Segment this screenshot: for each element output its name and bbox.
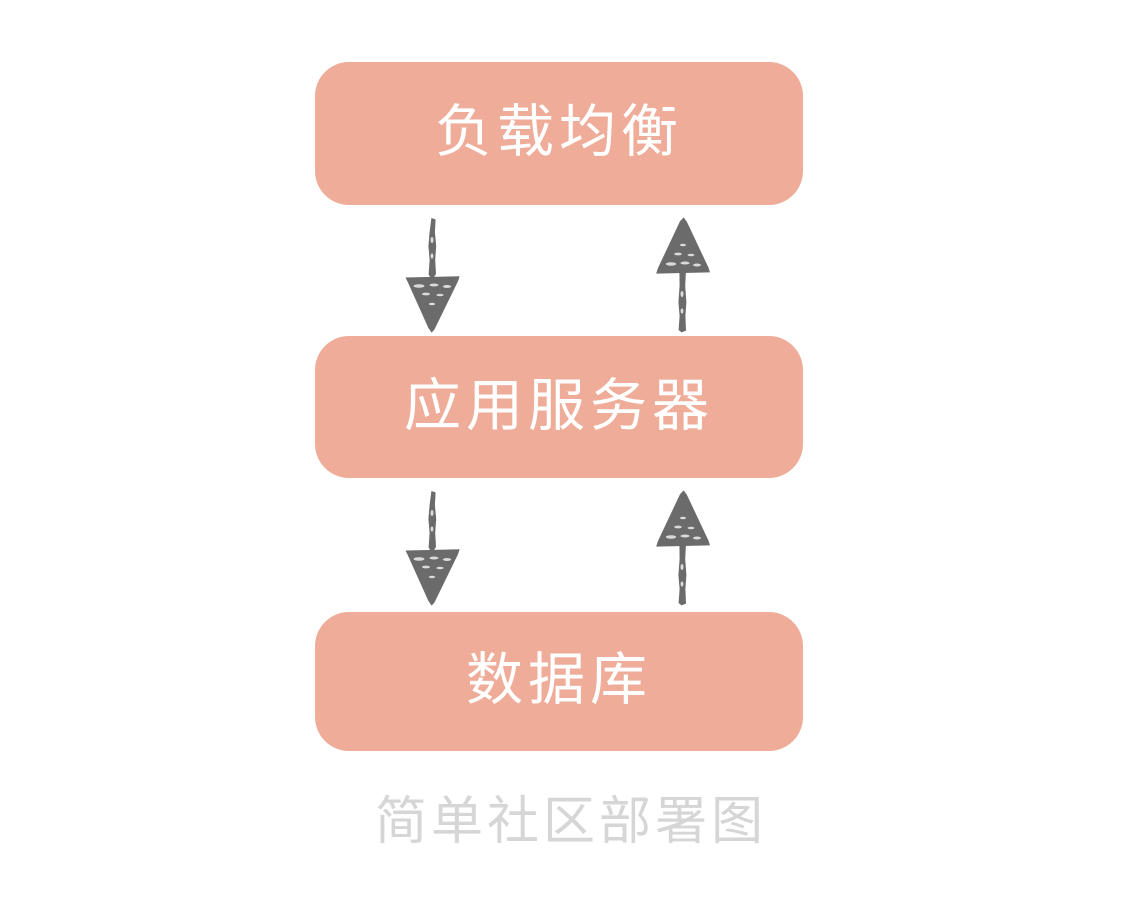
node-database-label: 数据库 xyxy=(466,647,652,713)
connector-db-to-app xyxy=(651,489,715,607)
arrow-down-icon xyxy=(405,491,460,606)
arrow-up-icon xyxy=(656,217,710,333)
arrow-up-icon xyxy=(656,490,710,606)
node-load-balancer[interactable]: 负载均衡 xyxy=(315,62,803,205)
connector-app-to-db xyxy=(401,489,465,607)
node-application-server[interactable]: 应用服务器 xyxy=(315,336,803,478)
connector-app-to-lb xyxy=(651,216,715,334)
node-application-server-label: 应用服务器 xyxy=(404,372,714,439)
arrow-down-icon xyxy=(405,218,460,333)
diagram-caption: 简单社区部署图 xyxy=(374,792,767,852)
node-load-balancer-label: 负载均衡 xyxy=(435,99,683,165)
connector-lb-to-app xyxy=(401,216,465,334)
node-database[interactable]: 数据库 xyxy=(315,612,803,751)
